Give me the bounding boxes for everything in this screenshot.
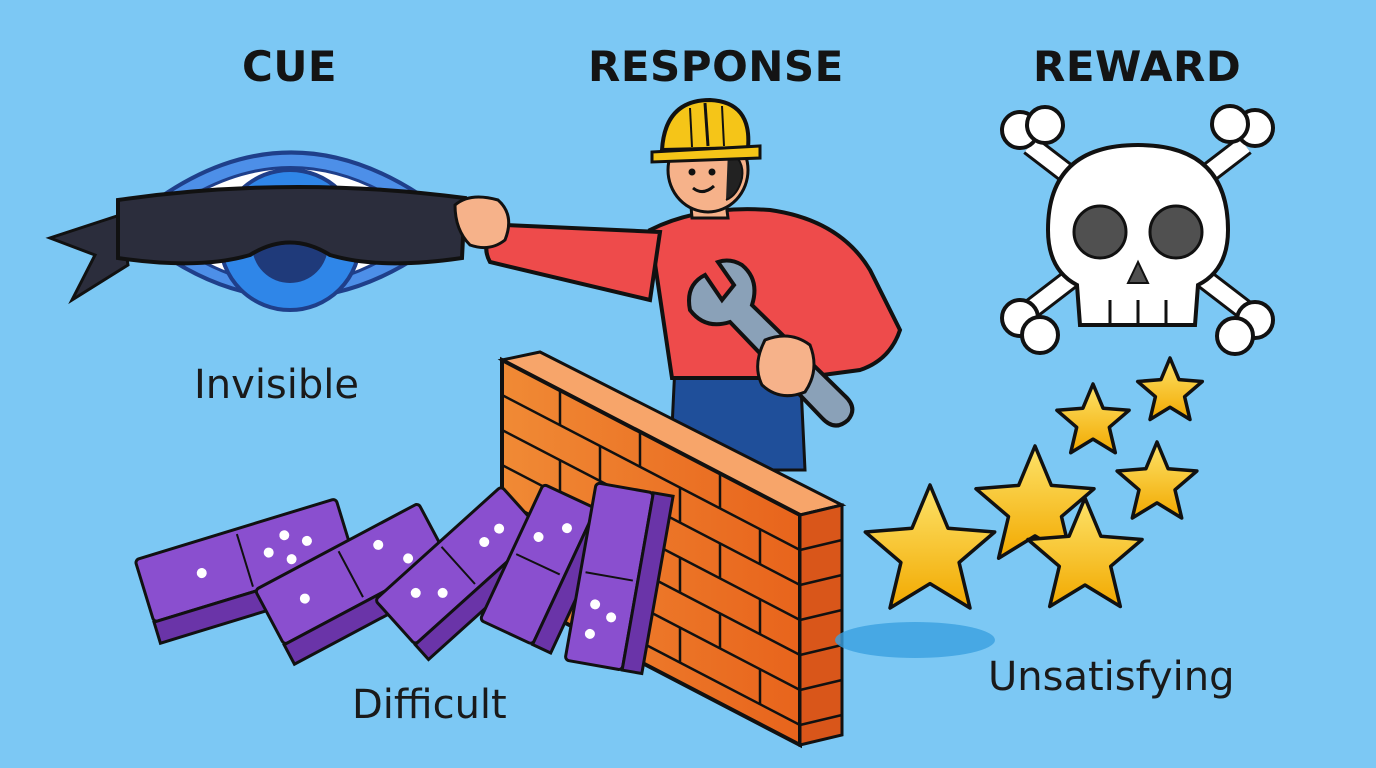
star-icon [1055, 382, 1131, 455]
worker-icon [453, 97, 903, 472]
star-icon [863, 483, 997, 610]
cue-label: Invisible [194, 362, 359, 408]
star-icon [974, 444, 1096, 560]
star-icon [1115, 440, 1199, 520]
cue-heading: CUE [242, 42, 338, 91]
dominoes-icon [134, 481, 995, 676]
response-label: Difficult [352, 682, 507, 728]
blindfolded-eye-icon [45, 150, 468, 312]
reward-label: Unsatisfying [988, 654, 1235, 700]
star-icon [1135, 356, 1205, 422]
star-icon [1026, 496, 1144, 609]
worker-hand [756, 334, 816, 398]
reward-heading: REWARD [1033, 42, 1242, 91]
skull-crossbones-icon [1000, 104, 1275, 356]
stars-icon [863, 356, 1205, 610]
response-heading: RESPONSE [588, 42, 844, 91]
